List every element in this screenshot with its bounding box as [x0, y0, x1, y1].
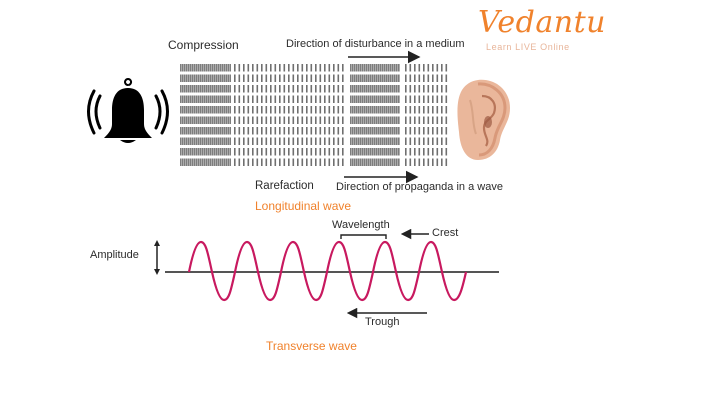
disturbance-direction-label: Direction of disturbance in a medium — [286, 38, 465, 50]
logo-brand: Vedantu — [478, 5, 606, 40]
longitudinal-wave-caption: Longitudinal wave — [255, 199, 352, 213]
trough-label: Trough — [365, 316, 400, 328]
logo-tagline: Learn LIVE Online — [486, 42, 570, 52]
sine-wave — [187, 240, 468, 302]
ear-icon — [457, 79, 510, 160]
wavelength-label: Wavelength — [332, 219, 390, 231]
transverse-wave-caption: Transverse wave — [266, 339, 357, 353]
propagation-direction-label: Direction of propaganda in a wave — [336, 181, 503, 193]
amplitude-label: Amplitude — [90, 249, 139, 261]
bell-icon — [87, 78, 169, 143]
crest-label: Crest — [432, 227, 459, 239]
wavelength-bracket — [340, 234, 387, 239]
transverse-wave — [165, 240, 499, 302]
amplitude-arrow — [154, 240, 160, 275]
rarefaction-label: Rarefaction — [255, 180, 314, 192]
compression-label: Compression — [168, 38, 239, 52]
vedantu-logo: Vedantu — [478, 8, 606, 38]
longitudinal-wave-pattern — [180, 64, 450, 166]
